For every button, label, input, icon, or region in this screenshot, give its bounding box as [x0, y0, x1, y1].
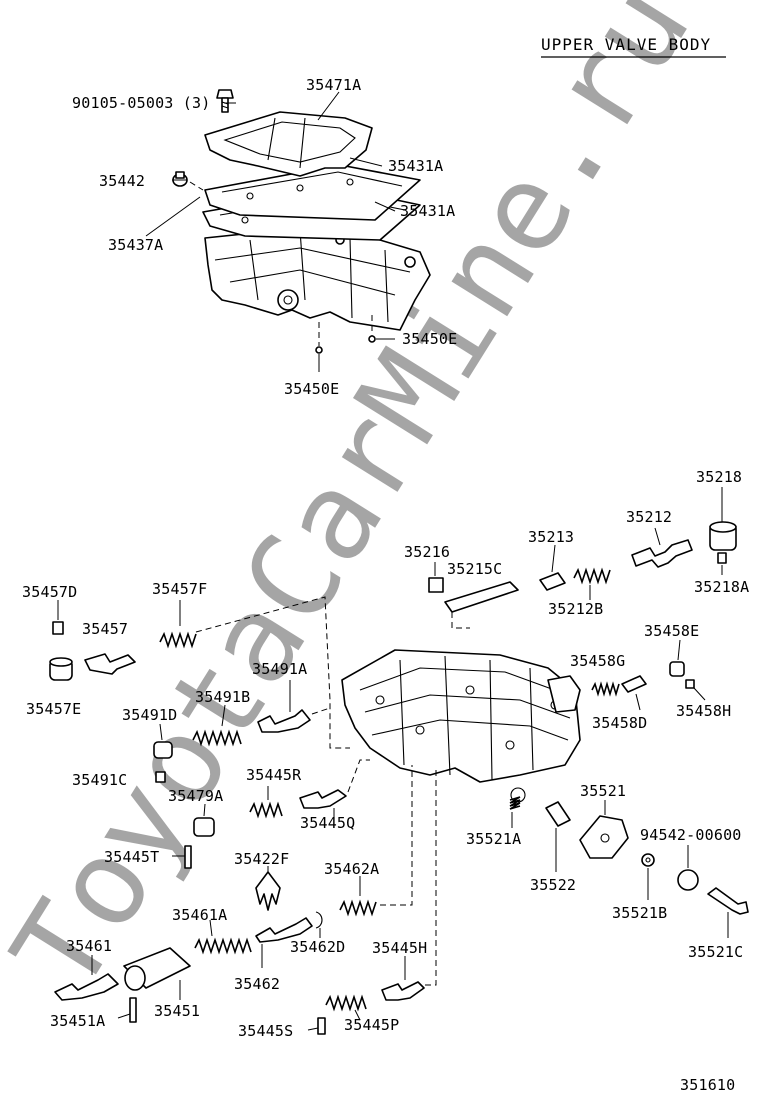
label-35471a: 35471A	[306, 76, 361, 94]
label-35479a: 35479A	[168, 787, 223, 805]
label-35450e-2: 35450E	[284, 380, 339, 398]
part-35218	[709, 521, 737, 551]
label-35445r: 35445R	[246, 766, 302, 784]
diagram-title: UPPER VALVE BODY	[541, 35, 711, 54]
part-35458h	[685, 679, 695, 689]
label-35457: 35457	[82, 620, 128, 638]
label-35450e-1: 35450E	[402, 330, 457, 348]
label-35458d: 35458D	[592, 714, 647, 732]
part-35521a	[509, 796, 521, 810]
part-35462a	[339, 899, 377, 917]
label-35431a-2: 35431A	[400, 202, 455, 220]
label-35457d: 35457D	[22, 583, 77, 601]
part-35491c	[155, 771, 166, 783]
part-35445p	[325, 994, 367, 1012]
lower-valve-body	[341, 649, 581, 783]
part-35457e	[49, 657, 73, 681]
part-35461a	[194, 937, 252, 955]
label-35212: 35212	[626, 508, 672, 526]
label-35521a: 35521A	[466, 830, 521, 848]
part-35479a	[193, 817, 215, 837]
diagram-code: 351610	[680, 1076, 735, 1094]
label-35458h: 35458H	[676, 702, 731, 720]
part-35457d	[52, 621, 64, 635]
part-35458e	[669, 661, 685, 677]
label-35218a: 35218A	[694, 578, 749, 596]
label-35422f: 35422F	[234, 850, 289, 868]
valve-body-cover-35471a	[204, 111, 373, 177]
part-35451a	[129, 997, 137, 1023]
label-35212b: 35212B	[548, 600, 603, 618]
part-35461	[54, 973, 119, 1001]
upper-cover-assembly	[145, 89, 431, 372]
label-35445h: 35445H	[372, 939, 427, 957]
label-94542-00600: 94542-00600	[640, 826, 742, 844]
label-35462a: 35462A	[324, 860, 379, 878]
ball-35450e-b	[315, 346, 323, 354]
part-35218a	[717, 552, 727, 564]
part-35457	[84, 653, 136, 675]
plug-35442	[172, 171, 188, 187]
part-35445s	[317, 1017, 326, 1035]
label-35461: 35461	[66, 937, 112, 955]
label-35522: 35522	[530, 876, 576, 894]
part-35216	[428, 577, 444, 593]
part-35521b	[641, 853, 655, 867]
label-35462: 35462	[234, 975, 280, 993]
part-35522	[545, 801, 571, 827]
label-35491c: 35491C	[72, 771, 127, 789]
label-35461a: 35461A	[172, 906, 227, 924]
label-35491d: 35491D	[122, 706, 177, 724]
label-35442: 35442	[99, 172, 145, 190]
label-35521b: 35521B	[612, 904, 667, 922]
label-35458g: 35458G	[570, 652, 625, 670]
label-35521c: 35521C	[688, 943, 743, 961]
part-35491d	[153, 741, 173, 759]
label-35437a: 35437A	[108, 236, 163, 254]
part-35445t	[184, 845, 192, 869]
label-35445p: 35445P	[344, 1016, 399, 1034]
ball-35450e-a	[368, 335, 376, 343]
part-35458d	[621, 675, 647, 693]
part-35445q	[299, 789, 347, 809]
label-35213: 35213	[528, 528, 574, 546]
part-35212	[631, 539, 693, 568]
label-35431a-1: 35431A	[388, 157, 443, 175]
part-35491a	[257, 709, 311, 733]
bolt-90105-05003	[216, 89, 234, 113]
part-35213	[539, 572, 566, 591]
label-35462d: 35462D	[290, 938, 345, 956]
label-35457f: 35457F	[152, 580, 207, 598]
label-35451: 35451	[154, 1002, 200, 1020]
part-35462	[255, 917, 313, 943]
part-35462d	[315, 911, 323, 929]
part-35491b	[192, 729, 242, 747]
label-35458e: 35458E	[644, 622, 699, 640]
part-35458g	[591, 681, 620, 697]
label-35215c: 35215C	[447, 560, 502, 578]
part-35445h	[381, 981, 425, 1001]
part-35215c	[444, 581, 519, 613]
part-35457f	[159, 631, 197, 649]
part-35212b	[573, 567, 611, 585]
part-94542-00600	[677, 869, 699, 891]
label-35445t: 35445T	[104, 848, 159, 866]
part-35445r	[249, 801, 283, 819]
label-35491b: 35491B	[195, 688, 250, 706]
label-35445q: 35445Q	[300, 814, 355, 832]
upper-valve-body-block	[204, 224, 431, 331]
label-90105-05003: 90105-05003 (3)	[72, 94, 210, 112]
label-35521: 35521	[580, 782, 626, 800]
part-35422f	[255, 871, 281, 911]
label-35457e: 35457E	[26, 700, 81, 718]
label-35216: 35216	[404, 543, 450, 561]
label-35491a: 35491A	[252, 660, 307, 678]
part-35521	[579, 815, 629, 859]
label-35218: 35218	[696, 468, 742, 486]
label-35451a: 35451A	[50, 1012, 105, 1030]
label-35445s: 35445S	[238, 1022, 293, 1040]
part-35521c	[707, 887, 749, 915]
